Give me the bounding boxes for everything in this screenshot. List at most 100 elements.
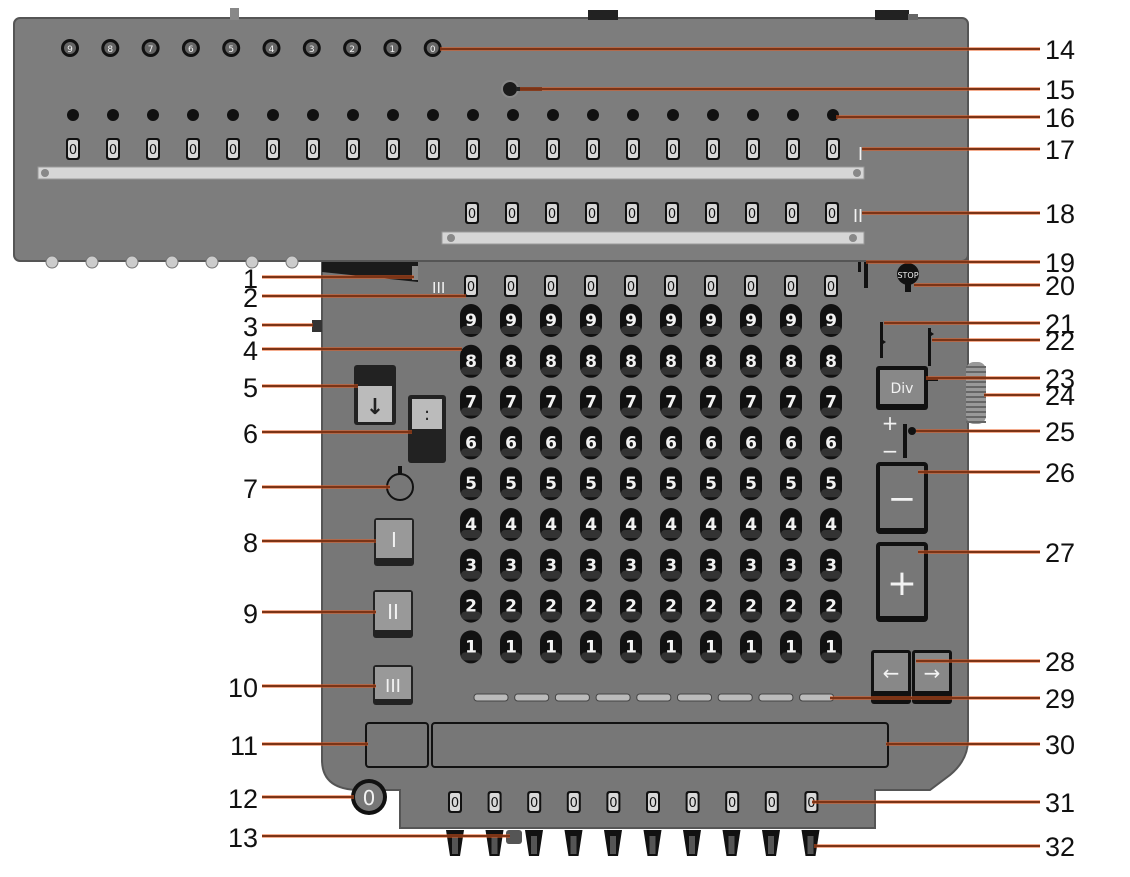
keyboard-key[interactable]: 4 bbox=[500, 508, 522, 541]
register-knob[interactable] bbox=[747, 109, 759, 121]
lever-22[interactable] bbox=[928, 328, 934, 366]
keyboard-key[interactable]: 6 bbox=[700, 426, 722, 460]
keyboard-key[interactable]: 4 bbox=[460, 508, 482, 541]
keyboard-key[interactable]: 9 bbox=[460, 304, 482, 337]
keyboard-key[interactable]: 3 bbox=[540, 548, 562, 582]
div-key[interactable]: Div bbox=[876, 366, 928, 410]
top-dial[interactable]: 9 bbox=[61, 39, 79, 57]
keyboard-key[interactable]: 2 bbox=[500, 589, 522, 623]
keyboard-key[interactable]: 1 bbox=[460, 630, 482, 664]
register-knob[interactable] bbox=[627, 109, 639, 121]
register-knob[interactable] bbox=[547, 109, 559, 121]
keyboard-key[interactable]: 4 bbox=[620, 508, 642, 541]
keyboard-key[interactable]: 8 bbox=[460, 344, 482, 378]
keyboard-key[interactable]: 9 bbox=[540, 304, 562, 337]
register-knob[interactable] bbox=[707, 109, 719, 121]
keyboard-key[interactable]: 4 bbox=[740, 508, 762, 541]
keyboard-key[interactable]: 9 bbox=[620, 304, 642, 337]
register-knob[interactable] bbox=[387, 109, 399, 121]
keyboard-key[interactable]: 2 bbox=[580, 589, 602, 623]
keyboard-key[interactable]: 9 bbox=[500, 304, 522, 337]
register-knob[interactable] bbox=[427, 109, 439, 121]
shift-right-key[interactable]: → bbox=[912, 650, 952, 704]
keyboard-key[interactable]: 2 bbox=[660, 589, 682, 623]
keyboard-key[interactable]: 5 bbox=[540, 467, 562, 501]
register-knob[interactable] bbox=[227, 109, 239, 121]
keyboard-slide[interactable] bbox=[758, 693, 794, 702]
colon-key[interactable]: : bbox=[408, 395, 446, 463]
keyboard-key[interactable]: 5 bbox=[700, 467, 722, 501]
keyboard-key[interactable]: 8 bbox=[660, 344, 682, 378]
lever-19[interactable] bbox=[858, 262, 868, 288]
keyboard-key[interactable]: 6 bbox=[740, 426, 762, 460]
keyboard-key[interactable]: 8 bbox=[580, 344, 602, 378]
keyboard-key[interactable]: 8 bbox=[780, 344, 802, 378]
keyboard-key[interactable]: 5 bbox=[820, 467, 842, 501]
keyboard-key[interactable]: 2 bbox=[540, 589, 562, 623]
keyboard-key[interactable]: 2 bbox=[460, 589, 482, 623]
keyboard-slide[interactable] bbox=[473, 693, 509, 702]
key-11[interactable] bbox=[365, 722, 429, 768]
register-knob[interactable] bbox=[107, 109, 119, 121]
keyboard-key[interactable]: 9 bbox=[700, 304, 722, 337]
keyboard-key[interactable]: 4 bbox=[580, 508, 602, 541]
keyboard-key[interactable]: 8 bbox=[700, 344, 722, 378]
keyboard-key[interactable]: 8 bbox=[820, 344, 842, 378]
sign-lever-25[interactable] bbox=[903, 424, 916, 458]
keyboard-slide[interactable] bbox=[717, 693, 753, 702]
keyboard-key[interactable]: 1 bbox=[660, 630, 682, 664]
keyboard-key[interactable]: 1 bbox=[700, 630, 722, 664]
keyboard-key[interactable]: 5 bbox=[500, 467, 522, 501]
keyboard-key[interactable]: 5 bbox=[460, 467, 482, 501]
top-dial[interactable]: 2 bbox=[343, 39, 362, 57]
bar-30[interactable] bbox=[431, 722, 889, 768]
clear-key-III[interactable]: III bbox=[373, 665, 413, 705]
keyboard-key[interactable]: 6 bbox=[620, 426, 642, 460]
keyboard-key[interactable]: 2 bbox=[740, 589, 762, 623]
down-key[interactable]: ↓ bbox=[354, 365, 396, 425]
stop-button[interactable]: STOP bbox=[897, 263, 919, 292]
keyboard-key[interactable]: 7 bbox=[820, 385, 842, 419]
keyboard-key[interactable]: 7 bbox=[620, 385, 642, 419]
keyboard-key[interactable]: 8 bbox=[620, 344, 642, 378]
keyboard-key[interactable]: 2 bbox=[620, 589, 642, 623]
register-knob[interactable] bbox=[67, 109, 79, 121]
keyboard-key[interactable]: 3 bbox=[460, 548, 482, 582]
top-dial[interactable]: 0 bbox=[423, 39, 442, 57]
top-dial[interactable]: 4 bbox=[262, 39, 281, 57]
clear-key-II[interactable]: II bbox=[373, 590, 413, 638]
top-dial[interactable]: 5 bbox=[222, 39, 241, 57]
keyboard-slide[interactable] bbox=[636, 693, 672, 702]
keyboard-key[interactable]: 6 bbox=[580, 426, 602, 460]
shift-left-key[interactable]: ← bbox=[871, 650, 911, 704]
keyboard-key[interactable]: 1 bbox=[500, 630, 522, 664]
keyboard-key[interactable]: 2 bbox=[820, 589, 842, 623]
keyboard-key[interactable]: 3 bbox=[620, 548, 642, 582]
keyboard-key[interactable]: 3 bbox=[820, 548, 842, 582]
plus-key[interactable]: + bbox=[876, 542, 928, 622]
keyboard-key[interactable]: 2 bbox=[700, 589, 722, 623]
register-knob[interactable] bbox=[467, 109, 479, 121]
keyboard-key[interactable]: 5 bbox=[780, 467, 802, 501]
register-knob[interactable] bbox=[787, 109, 799, 121]
top-dial[interactable]: 3 bbox=[302, 39, 321, 57]
top-dial[interactable]: 7 bbox=[141, 39, 160, 57]
keyboard-slide[interactable] bbox=[554, 693, 590, 702]
keyboard-key[interactable]: 7 bbox=[580, 385, 602, 419]
keyboard-key[interactable]: 7 bbox=[740, 385, 762, 419]
register-knob[interactable] bbox=[307, 109, 319, 121]
keyboard-key[interactable]: 9 bbox=[660, 304, 682, 337]
keyboard-key[interactable]: 6 bbox=[460, 426, 482, 460]
keyboard-key[interactable]: 4 bbox=[540, 508, 562, 541]
keyboard-key[interactable]: 7 bbox=[780, 385, 802, 419]
keyboard-key[interactable]: 3 bbox=[740, 548, 762, 582]
register-knob[interactable] bbox=[667, 109, 679, 121]
keyboard-key[interactable]: 3 bbox=[580, 548, 602, 582]
keyboard-slide[interactable] bbox=[677, 693, 712, 702]
keyboard-slide[interactable] bbox=[514, 693, 550, 702]
keyboard-key[interactable]: 7 bbox=[540, 385, 562, 419]
side-wheel-24[interactable] bbox=[966, 362, 986, 424]
keyboard-key[interactable]: 9 bbox=[580, 304, 602, 337]
minus-key[interactable]: − bbox=[876, 462, 928, 534]
keyboard-key[interactable]: 5 bbox=[740, 467, 762, 501]
